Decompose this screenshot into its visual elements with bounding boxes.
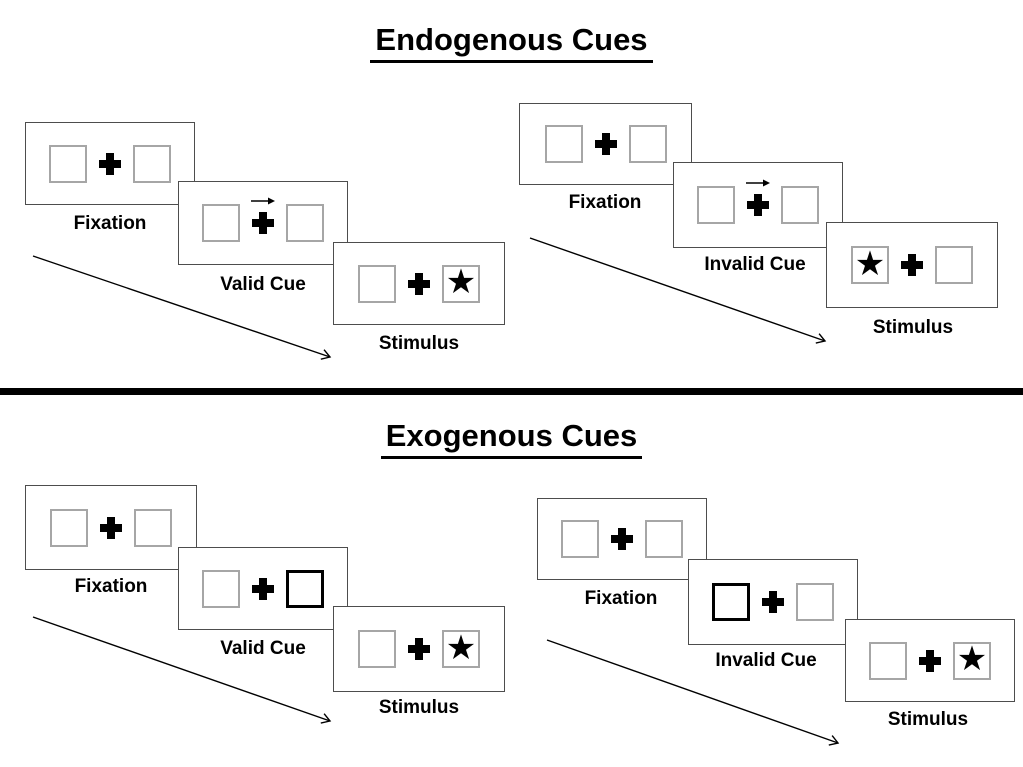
fixation-cross-icon (611, 528, 633, 550)
cue-area (611, 528, 633, 550)
endo-valid-fixation-panel (25, 122, 195, 205)
fixation-cross-icon (408, 272, 430, 295)
fixation-cross-icon (100, 516, 122, 539)
cue-area (99, 152, 121, 175)
right-box (796, 583, 834, 621)
left-box (869, 641, 907, 680)
right-box (133, 144, 171, 183)
endo-invalid-fixation-panel (519, 103, 692, 185)
right-box-bold-cue (286, 569, 324, 608)
left-box (202, 569, 240, 608)
cue-area (901, 254, 923, 276)
right-arrow-cue-icon (251, 197, 275, 205)
left-box (50, 508, 88, 547)
fixation-cross-icon (762, 591, 784, 613)
left-box (697, 186, 735, 224)
left-box-bold-cue (712, 583, 750, 621)
panel-label: Stimulus (378, 333, 460, 354)
left-box: ★ (851, 246, 889, 284)
left-box (49, 144, 87, 183)
page-title: Exogenous Cues (380, 418, 643, 459)
cue-area (762, 591, 784, 613)
section-title-endogenous: Endogenous Cues (0, 22, 1023, 63)
panel-label: Fixation (584, 588, 658, 609)
right-box: ★ (442, 263, 480, 303)
fixation-cross-icon (747, 194, 769, 216)
star-stimulus-icon: ★ (445, 628, 477, 667)
left-box (202, 204, 240, 242)
right-box (134, 508, 172, 547)
cue-area (919, 649, 941, 672)
panel-label: Stimulus (378, 697, 460, 718)
fixation-cross-icon (252, 577, 274, 600)
panel-label: Stimulus (872, 317, 954, 338)
fixation-cross-icon (901, 254, 923, 276)
left-box (544, 125, 583, 163)
timeline-arrow-exogenous-valid (32, 616, 332, 724)
endo-invalid-stimulus-panel: ★ (826, 222, 998, 308)
panel-label: Fixation (73, 213, 147, 234)
exo-valid-fixation-panel (25, 485, 197, 570)
right-box (628, 125, 667, 163)
right-arrow-cue-icon (746, 179, 770, 187)
fixation-cross-icon (99, 152, 121, 175)
right-box (286, 204, 324, 242)
panel-label: Valid Cue (220, 274, 306, 295)
panel-label: Valid Cue (220, 638, 306, 659)
cue-area (408, 638, 430, 660)
cue-area (408, 272, 430, 295)
left-box (561, 520, 599, 558)
fixation-cross-icon (252, 212, 274, 234)
page-title: Endogenous Cues (370, 22, 653, 63)
cue-area (746, 179, 770, 216)
cue-area (251, 197, 275, 234)
fixation-cross-icon (919, 649, 941, 672)
fixation-cross-icon (408, 638, 430, 660)
star-stimulus-icon: ★ (445, 263, 477, 301)
star-stimulus-icon: ★ (956, 640, 988, 678)
right-box (645, 520, 683, 558)
left-box (358, 630, 396, 668)
exo-valid-stimulus-panel: ★ (333, 606, 505, 692)
fixation-cross-icon (594, 133, 617, 155)
endo-invalid-cue-panel (673, 162, 843, 248)
cue-area (252, 577, 274, 600)
panel-label: Fixation (74, 576, 148, 597)
right-box: ★ (953, 640, 991, 680)
panel-label: Invalid Cue (704, 254, 806, 275)
exo-invalid-cue-panel (688, 559, 858, 645)
right-box: ★ (442, 630, 480, 668)
timeline-arrow-endogenous-valid (32, 255, 332, 360)
exo-valid-cue-panel (178, 547, 348, 630)
panel-label: Stimulus (887, 709, 969, 730)
left-box (358, 264, 396, 303)
endo-valid-stimulus-panel: ★ (333, 242, 505, 325)
section-divider (0, 388, 1023, 395)
exo-invalid-stimulus-panel: ★ (845, 619, 1015, 702)
endo-valid-cue-panel (178, 181, 348, 265)
exo-invalid-fixation-panel (537, 498, 707, 580)
cue-area (594, 133, 617, 155)
panel-label: Fixation (568, 192, 642, 213)
cue-area (100, 516, 122, 539)
right-box (781, 186, 819, 224)
panel-label: Invalid Cue (715, 650, 817, 671)
section-title-exogenous: Exogenous Cues (0, 418, 1023, 459)
star-stimulus-icon: ★ (854, 244, 886, 283)
right-box (935, 246, 973, 284)
